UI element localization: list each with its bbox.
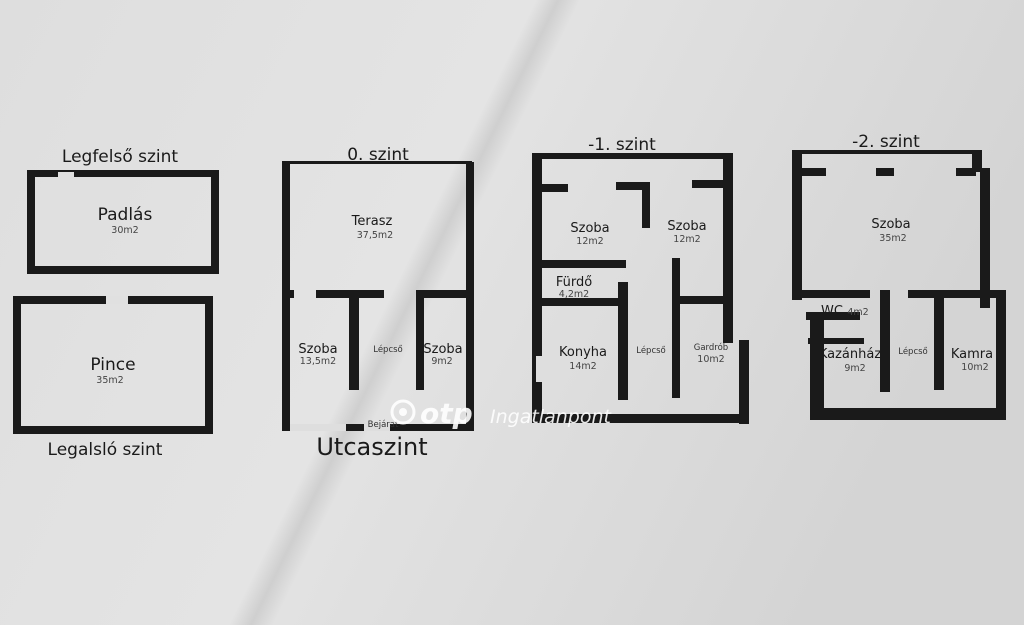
room-area-m2-pantry: 10m2 bbox=[961, 362, 988, 373]
room-area-m1-bath: 4,2m2 bbox=[559, 289, 589, 300]
entrance-label: Bejárat bbox=[368, 420, 399, 430]
room-name-cellar: Pince bbox=[90, 355, 135, 375]
plan-level-0 bbox=[282, 161, 474, 431]
watermark-brand: otp bbox=[420, 397, 473, 430]
room-name-m2-wc: WC bbox=[821, 304, 843, 319]
room-area-terrace: 37,5m2 bbox=[357, 230, 393, 241]
room-area-m1-room2: 12m2 bbox=[673, 234, 700, 245]
otp-logo-dot-icon bbox=[399, 408, 407, 416]
room-name-m1-stairs: Lépcső bbox=[636, 345, 666, 356]
room-area-cellar: 35m2 bbox=[96, 375, 123, 386]
watermark-text: Ingatlanpont bbox=[490, 406, 612, 428]
room-name-0-room1: Szoba bbox=[298, 342, 337, 357]
room-name-m1-room1: Szoba bbox=[570, 221, 609, 236]
room-name-m2-pantry: Kamra bbox=[951, 347, 993, 362]
street-level-label: Utcaszint bbox=[316, 433, 427, 461]
room-name-terrace: Terasz bbox=[351, 214, 393, 229]
level-title-top: Legfelső szint bbox=[62, 147, 179, 167]
room-area-m1-kitchen: 14m2 bbox=[569, 361, 596, 372]
level-title-bottom: Legalsló szint bbox=[48, 440, 163, 460]
plan-level-minus2 bbox=[792, 150, 1006, 420]
room-name-m2-room: Szoba bbox=[871, 217, 910, 232]
room-name-m2-boiler: Kazánház bbox=[819, 347, 881, 362]
room-name-m2-stairs: Lépcső bbox=[898, 346, 928, 357]
room-name-m1-bath: Fürdő bbox=[556, 275, 592, 290]
otp-watermark: otp Ingatlanpont bbox=[390, 397, 612, 430]
room-name-m1-wardrobe: Gardrób bbox=[694, 342, 728, 353]
room-name-0-room2: Szoba bbox=[423, 342, 462, 357]
room-area-m2-boiler: 9m2 bbox=[844, 363, 865, 374]
plan-attic bbox=[27, 170, 219, 274]
room-area-m1-wardrobe: 10m2 bbox=[697, 354, 724, 365]
room-area-attic: 30m2 bbox=[111, 225, 138, 236]
room-area-m1-room1: 12m2 bbox=[576, 236, 603, 247]
plan-cellar bbox=[13, 296, 213, 434]
room-name-m1-room2: Szoba bbox=[667, 219, 706, 234]
room-area-m2-wc: 4m2 bbox=[847, 307, 868, 318]
otp-logo-icon bbox=[390, 399, 416, 425]
level-title-0: 0. szint bbox=[347, 145, 409, 165]
room-area-0-room1: 13,5m2 bbox=[300, 356, 336, 367]
level-title-minus1: -1. szint bbox=[588, 135, 656, 155]
room-name-attic: Padlás bbox=[98, 205, 153, 225]
room-name-0-stairs: Lépcső bbox=[373, 344, 403, 355]
room-area-0-room2: 9m2 bbox=[431, 356, 452, 367]
level-title-minus2: -2. szint bbox=[852, 132, 920, 152]
plan-level-minus1 bbox=[532, 153, 749, 424]
room-area-m2-room: 35m2 bbox=[879, 233, 906, 244]
room-name-m1-kitchen: Konyha bbox=[559, 345, 607, 360]
